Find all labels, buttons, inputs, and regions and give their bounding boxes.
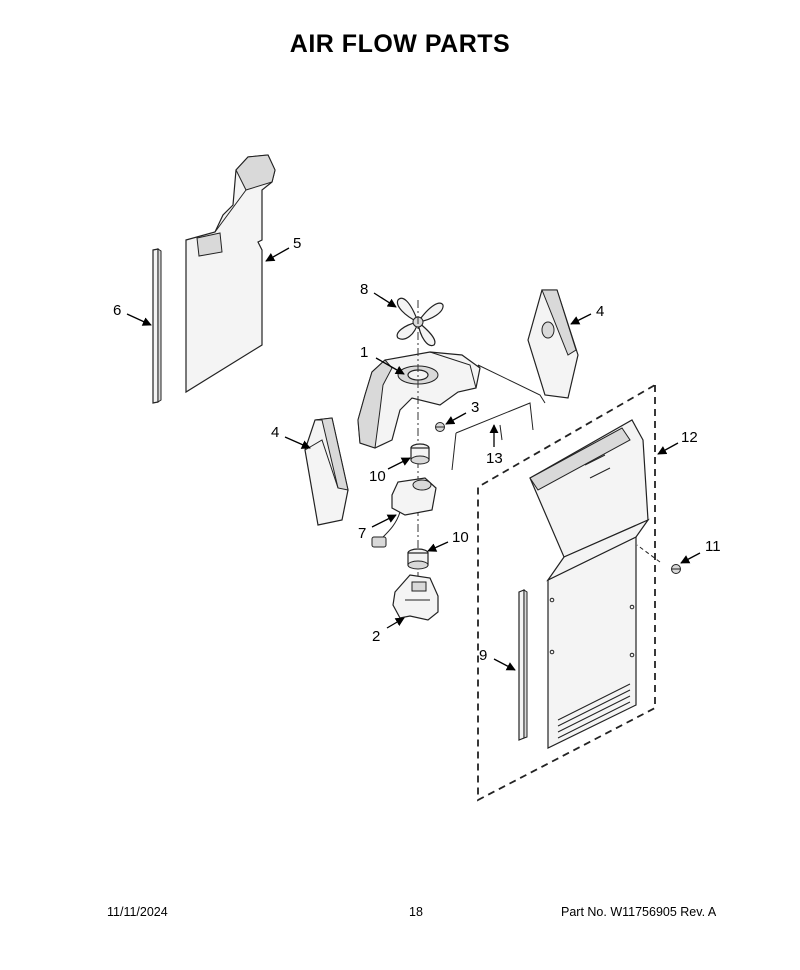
leader-6 — [126, 313, 152, 326]
leader-2 — [386, 617, 405, 629]
callout-9: 9 — [479, 647, 487, 664]
callout-4-right: 4 — [596, 303, 604, 320]
callout-8: 8 — [360, 281, 368, 298]
part-11-screw — [636, 544, 681, 574]
page-title: AIR FLOW PARTS — [289, 30, 511, 58]
leader-3 — [445, 412, 467, 425]
callout-10-upper: 10 — [369, 468, 386, 485]
callout-2: 2 — [372, 628, 380, 645]
footer-page-number: 18 — [409, 905, 423, 919]
part-4-insulation-right — [527, 289, 579, 399]
part-5-duct-panel — [185, 154, 276, 394]
leader-12 — [657, 442, 679, 455]
part-10-grommet-lower — [407, 548, 429, 570]
part-8-fan-blade — [396, 297, 444, 347]
part-7-fan-motor — [371, 477, 437, 548]
part-4-insulation-left — [304, 417, 349, 526]
leader-5 — [265, 247, 290, 262]
part-1-fan-housing — [357, 351, 481, 449]
leader-10-lower — [427, 541, 449, 552]
part-12-assembly-boundary — [477, 384, 656, 802]
part-9-seal-strip — [518, 589, 528, 741]
part-12-evaporator-cover — [529, 419, 650, 749]
callout-4-left: 4 — [271, 424, 279, 441]
vent-slots — [557, 683, 631, 739]
callout-13: 13 — [486, 450, 503, 467]
callout-7: 7 — [358, 525, 366, 542]
leader-11 — [680, 552, 701, 564]
part-2-motor-bracket — [392, 574, 439, 621]
callout-10-lower: 10 — [452, 529, 469, 546]
leader-7 — [371, 514, 397, 528]
callout-5: 5 — [293, 235, 301, 252]
leader-1 — [375, 357, 405, 375]
part-3-screw — [435, 422, 445, 432]
leader-8 — [373, 292, 397, 308]
callout-1: 1 — [360, 344, 368, 361]
callout-11: 11 — [705, 538, 721, 555]
footer-date: 11/11/2024 — [107, 905, 168, 919]
part-10-grommet-upper — [410, 443, 430, 465]
leader-4-left — [284, 436, 311, 449]
footer-part-number: Part No. W11756905 Rev. A — [561, 905, 717, 919]
part-6-strip — [152, 248, 162, 404]
leader-9 — [493, 658, 516, 671]
callout-12: 12 — [681, 429, 698, 446]
callout-6: 6 — [113, 302, 121, 319]
callout-3: 3 — [471, 399, 479, 416]
part-13-wire-bracket — [451, 364, 546, 471]
leader-4-right — [570, 313, 592, 325]
leader-10-upper — [387, 457, 411, 470]
